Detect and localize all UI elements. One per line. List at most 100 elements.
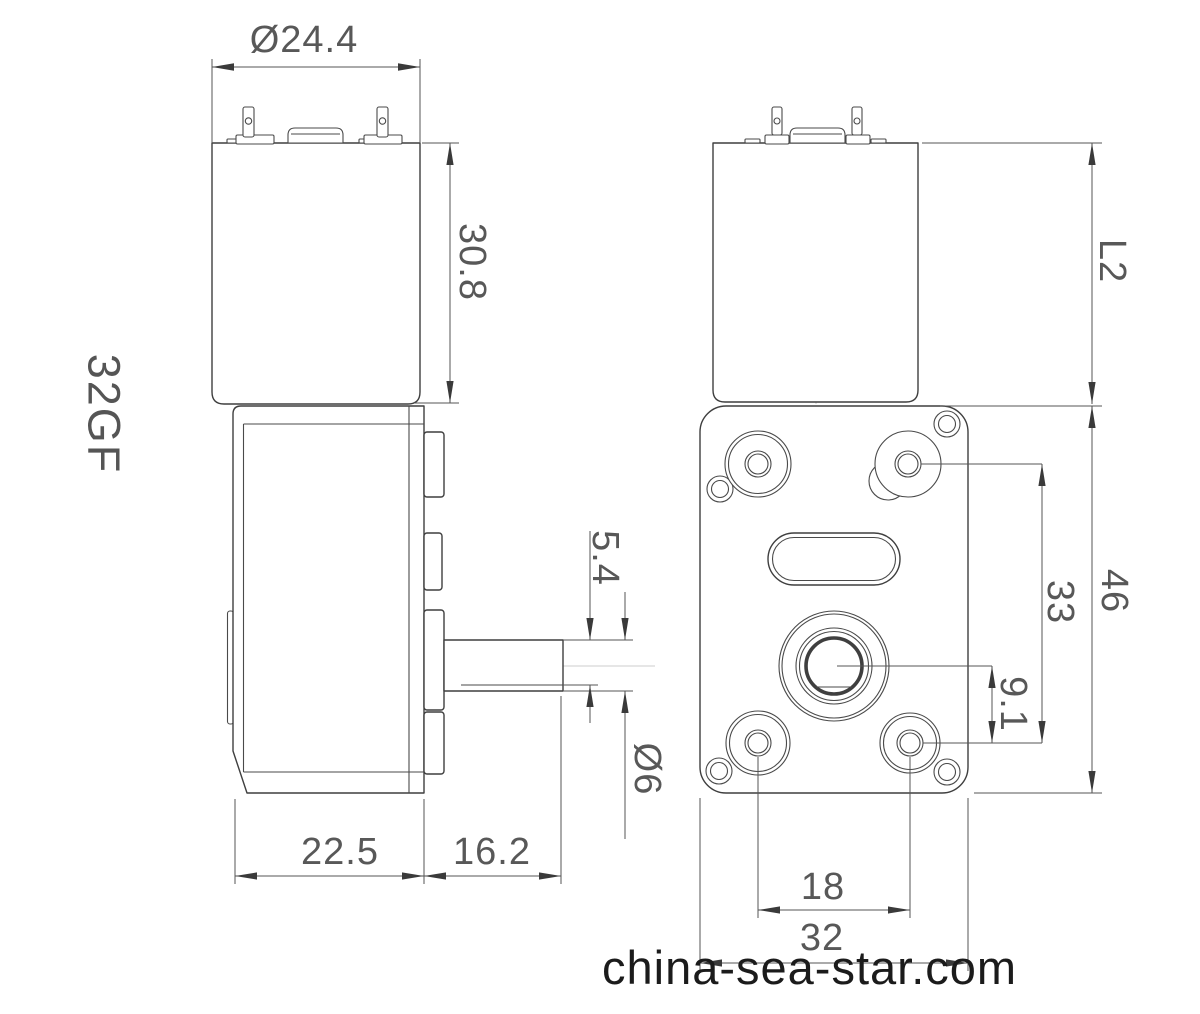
gearbox-body-side — [232, 405, 425, 794]
dim-label-lower-hole-span: 18 — [801, 866, 845, 908]
dim-label-shaft-diameter: Ø6 — [626, 743, 668, 796]
dim-gearbox-depth: 22.5 — [234, 799, 425, 884]
dim-hole-vertical-span: 33 — [1038, 464, 1081, 743]
arrowhead — [988, 721, 996, 743]
arrowhead — [1088, 143, 1096, 165]
dim-lower-hole-span: 18 — [757, 757, 911, 918]
terminal-base — [235, 134, 275, 145]
dim-gearbox-height: 46 — [940, 405, 1135, 794]
screw-hole — [706, 475, 734, 503]
dim-label-shaft-length: 16.2 — [453, 831, 531, 873]
dim-label-motor-diameter: Ø24.4 — [250, 19, 359, 61]
dim-shaft-diameter: Ø6 — [621, 592, 668, 839]
dim-label-gearbox-depth: 22.5 — [301, 831, 379, 873]
dim-motor-assembly-length: L2 — [922, 142, 1133, 404]
terminal-hole — [773, 117, 781, 125]
mount-hole — [744, 729, 772, 757]
arrowhead — [539, 872, 561, 880]
watermark-text: china-sea-star.com — [602, 941, 1017, 994]
brush-cap — [789, 127, 846, 144]
boss-inner — [727, 433, 789, 495]
terminal-hole — [853, 117, 861, 125]
terminal-tab — [376, 106, 389, 138]
arrowhead — [586, 685, 594, 707]
dim-label-gearbox-width: 32 — [800, 917, 844, 959]
front-view — [699, 106, 1042, 794]
arrowhead — [398, 63, 420, 71]
arrowhead — [700, 959, 722, 967]
upper-right-boss — [868, 430, 942, 501]
motor-terminals-side — [226, 106, 403, 145]
screw-hole-inner — [709, 761, 729, 781]
boss-edge — [423, 532, 443, 591]
motor-body-side — [211, 142, 421, 405]
dim-motor-length: 30.8 — [414, 142, 493, 404]
model-label: 32GF — [79, 354, 130, 475]
gearbox-face — [699, 405, 969, 794]
motor-body-front — [712, 142, 919, 403]
screw-hole-inner — [937, 762, 957, 782]
boss-edge — [423, 711, 445, 775]
slot-inner — [771, 536, 897, 582]
terminal-hole — [244, 117, 253, 125]
mount-hole-inner — [747, 732, 769, 754]
terminal-base — [764, 134, 790, 145]
arrowhead — [212, 63, 234, 71]
arrowhead — [888, 906, 910, 914]
mount-hole — [744, 450, 772, 478]
screw-hole-inner — [710, 479, 730, 499]
dim-label-motor-length: 30.8 — [451, 223, 493, 301]
lower-left-boss — [725, 710, 791, 776]
arrowhead — [586, 618, 594, 640]
mount-hole-inner — [899, 732, 921, 754]
left-side-view — [211, 106, 655, 794]
arrowhead — [446, 143, 454, 165]
dim-label-shaft-flat: 5.4 — [584, 530, 626, 586]
screw-hole — [705, 757, 733, 785]
dim-gearbox-width: 32 — [699, 798, 969, 971]
arrowhead — [1088, 406, 1096, 428]
mount-hole-inner — [897, 453, 919, 475]
arrowhead — [1038, 721, 1046, 743]
shaft-boss-edge — [423, 609, 445, 711]
motor-terminals-front — [744, 106, 887, 145]
corner-screws — [705, 410, 961, 786]
upper-left-boss — [724, 430, 792, 498]
arrowhead — [402, 872, 424, 880]
screw-hole-inner — [937, 414, 957, 434]
arrowhead — [758, 906, 780, 914]
arrowhead — [1088, 382, 1096, 404]
terminal-tab — [242, 106, 255, 138]
terminal-hole — [378, 117, 387, 125]
screw-hole — [933, 758, 961, 786]
dim-shaft-offset: 9.1 — [988, 666, 1034, 743]
terminal-tab — [851, 106, 863, 136]
dim-shaft-length: 16.2 — [424, 696, 562, 884]
dim-shaft-flat: 5.4 — [584, 530, 626, 723]
dim-label-gearbox-height: 46 — [1093, 569, 1135, 613]
terminal-tick — [744, 138, 761, 144]
boss-edge — [423, 431, 445, 498]
output-shaft — [443, 639, 564, 692]
dim-motor-diameter: Ø24.4 — [211, 19, 421, 143]
obround-slot — [767, 532, 901, 586]
dim-label-hole-vertical-span: 33 — [1039, 580, 1081, 624]
terminal-tick — [870, 138, 887, 144]
arrowhead — [424, 872, 446, 880]
slot-outer — [767, 532, 901, 586]
brush-cap — [287, 127, 344, 144]
dim-label-shaft-offset: 9.1 — [992, 676, 1034, 732]
arrowhead — [621, 618, 629, 640]
terminal-base — [845, 134, 871, 145]
terminal-tab — [771, 106, 783, 136]
screw-hole — [933, 410, 961, 438]
arrowhead — [235, 872, 257, 880]
arrowhead — [1088, 771, 1096, 793]
arrowhead — [946, 959, 968, 967]
arrowhead — [621, 691, 629, 713]
arrowhead — [1038, 464, 1046, 486]
boss-outer — [724, 430, 792, 498]
arrowhead — [988, 666, 996, 688]
